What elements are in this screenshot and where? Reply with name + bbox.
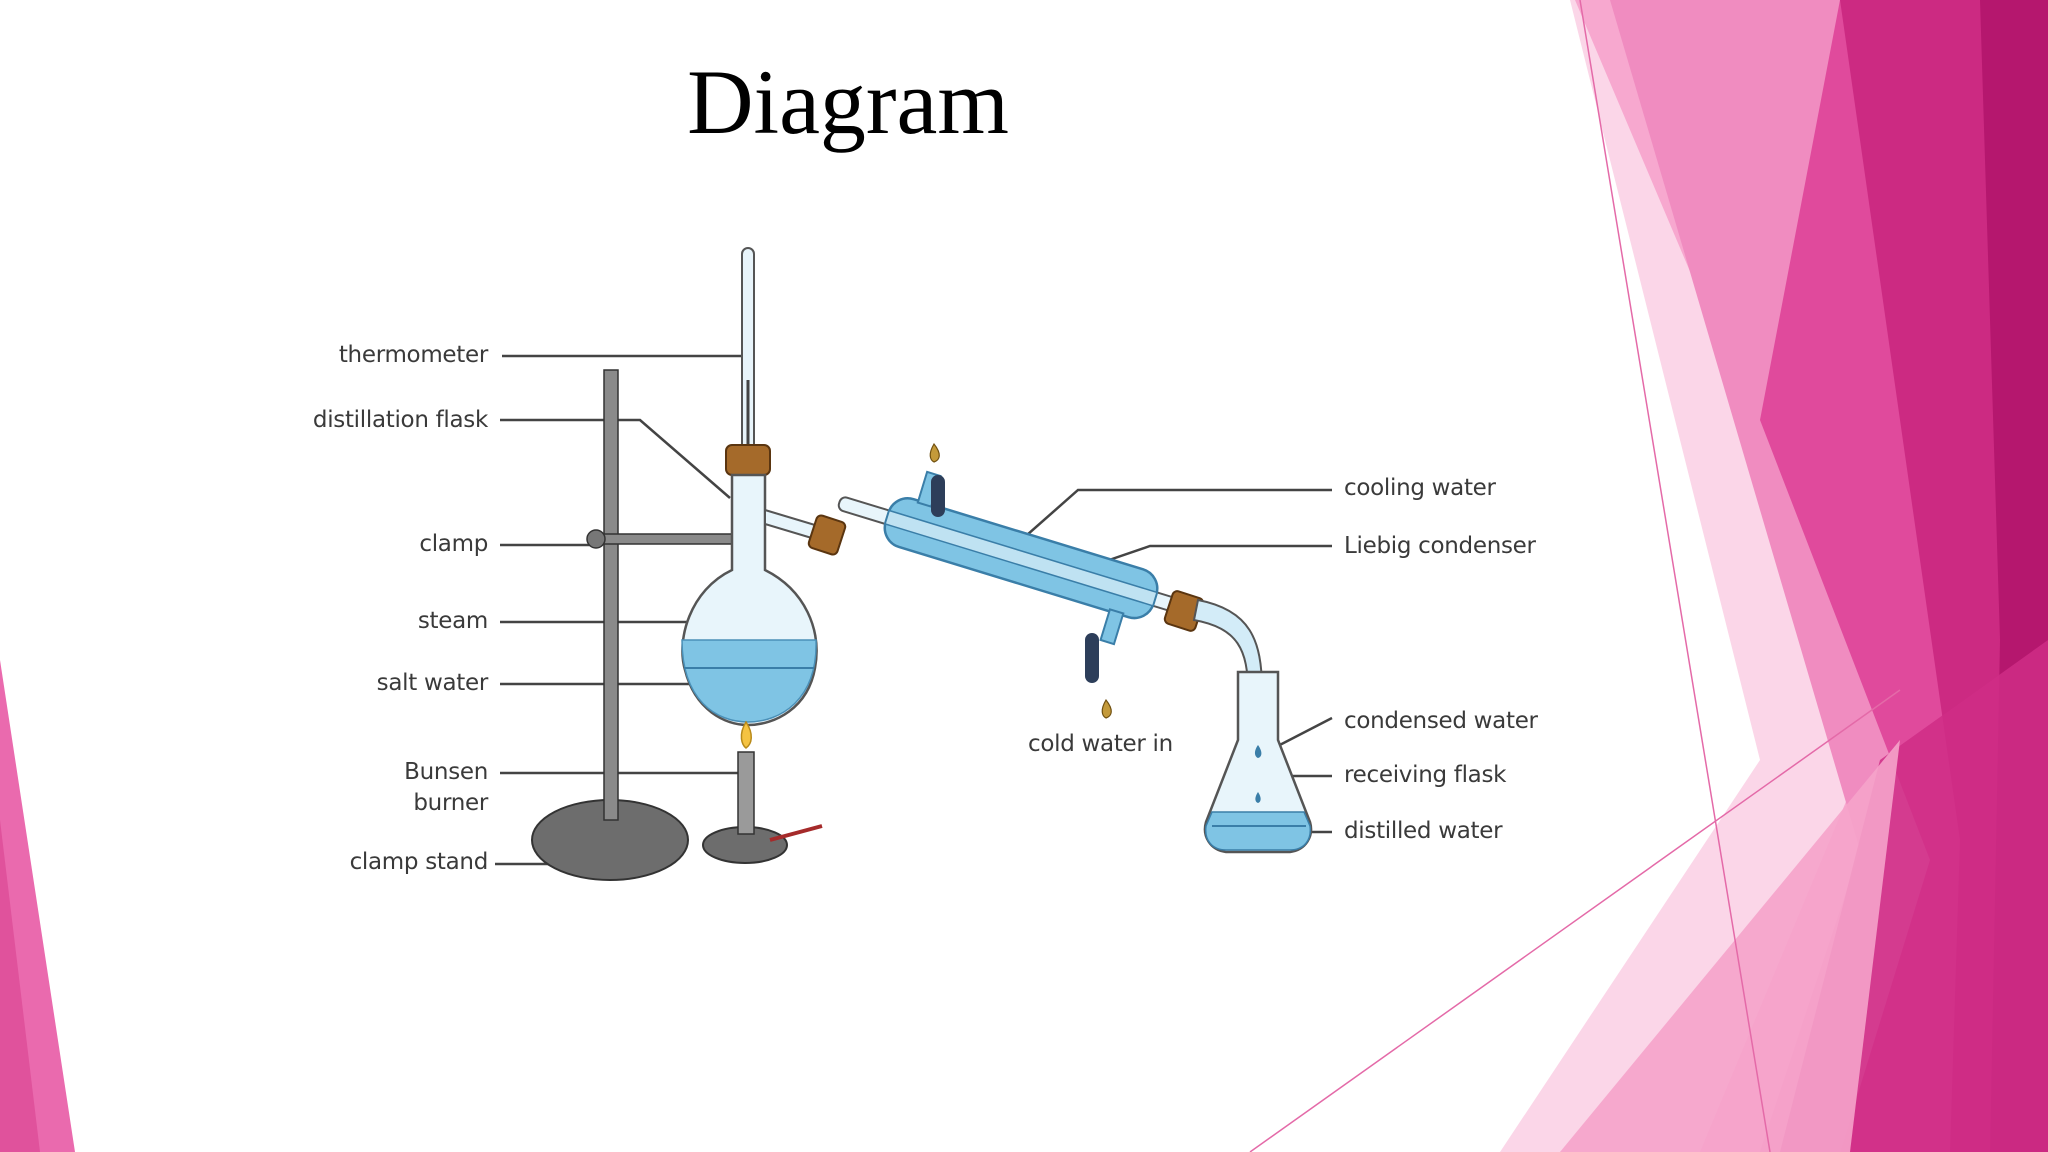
clamp-screw: [586, 529, 606, 549]
label-distillation-flask: distillation flask: [312, 407, 488, 433]
condensed-droplet: [1254, 745, 1262, 758]
label-distilled-water: distilled water: [1344, 818, 1503, 844]
label-thermometer: thermometer: [338, 342, 488, 368]
label-bunsen: Bunsen: [404, 759, 488, 785]
label-cooling-water: cooling water: [1344, 475, 1496, 501]
label-cold-water-in: cold water in: [1028, 731, 1173, 757]
stand-rod: [603, 369, 619, 821]
gas-hose: [769, 824, 823, 842]
label-burner: burner: [413, 790, 488, 816]
label-clamp-stand: clamp stand: [349, 849, 489, 875]
label-liebig-condenser: Liebig condenser: [1344, 533, 1536, 559]
condenser-connector-left: [807, 514, 847, 556]
clamp-stand: [531, 369, 747, 881]
bunsen-burner: [702, 720, 823, 864]
water-drop-bottom: [1101, 698, 1112, 719]
accent-line-2: [1249, 689, 1901, 1152]
falling-droplet: [1255, 792, 1261, 803]
left-accent-dark: [0, 820, 40, 1152]
label-receiving-flask: receiving flask: [1344, 762, 1507, 788]
slide-title: Diagram: [687, 51, 1009, 153]
leader-distillation-flask: [500, 418, 731, 499]
burner-tube: [737, 751, 755, 835]
inner-tube-visible: [884, 509, 1158, 607]
label-condensed-water: condensed water: [1344, 708, 1538, 734]
stopper: [725, 444, 771, 476]
leader-cooling-water: [1009, 488, 1332, 551]
liebig-condenser: [837, 470, 1214, 646]
water-inlet-nozzle: [1099, 608, 1125, 646]
distillation-flask: [681, 473, 826, 727]
burner-flame: [740, 720, 752, 749]
label-clamp: clamp: [419, 531, 488, 557]
thermometer: [741, 247, 755, 470]
label-salt-water: salt water: [376, 670, 489, 696]
label-steam: steam: [417, 608, 488, 634]
salt-water-fill: [681, 639, 817, 723]
accent-line-1: [1579, 0, 1771, 1152]
clamp-arm: [595, 533, 747, 545]
receiving-flask: [1203, 670, 1313, 854]
distilled-water-fill: [1204, 811, 1312, 851]
right-accent-lower-light: [1560, 740, 1900, 1152]
water-drop-top: [929, 442, 940, 463]
